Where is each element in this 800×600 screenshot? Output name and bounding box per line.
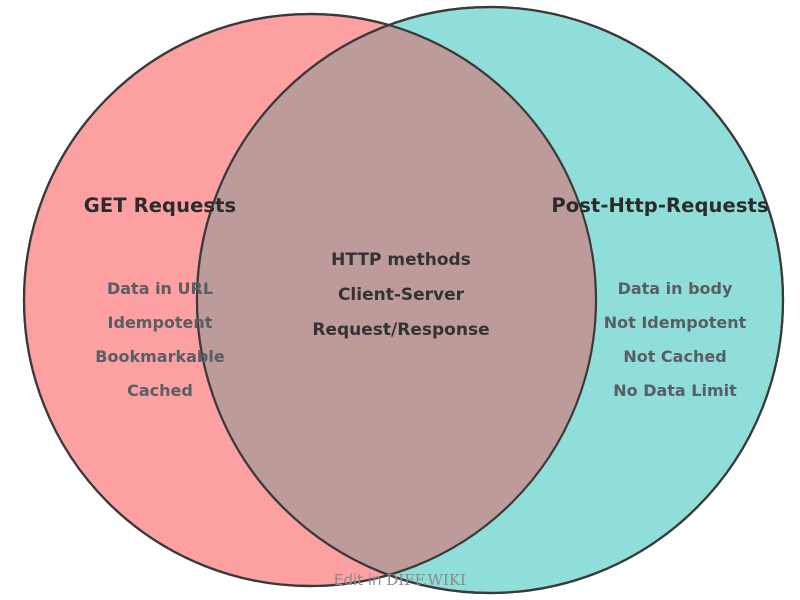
venn-circle-left-outline: [22, 12, 598, 588]
venn-circle-right-outline: [195, 5, 785, 595]
venn-intersection-region[interactable]: [197, 7, 783, 593]
